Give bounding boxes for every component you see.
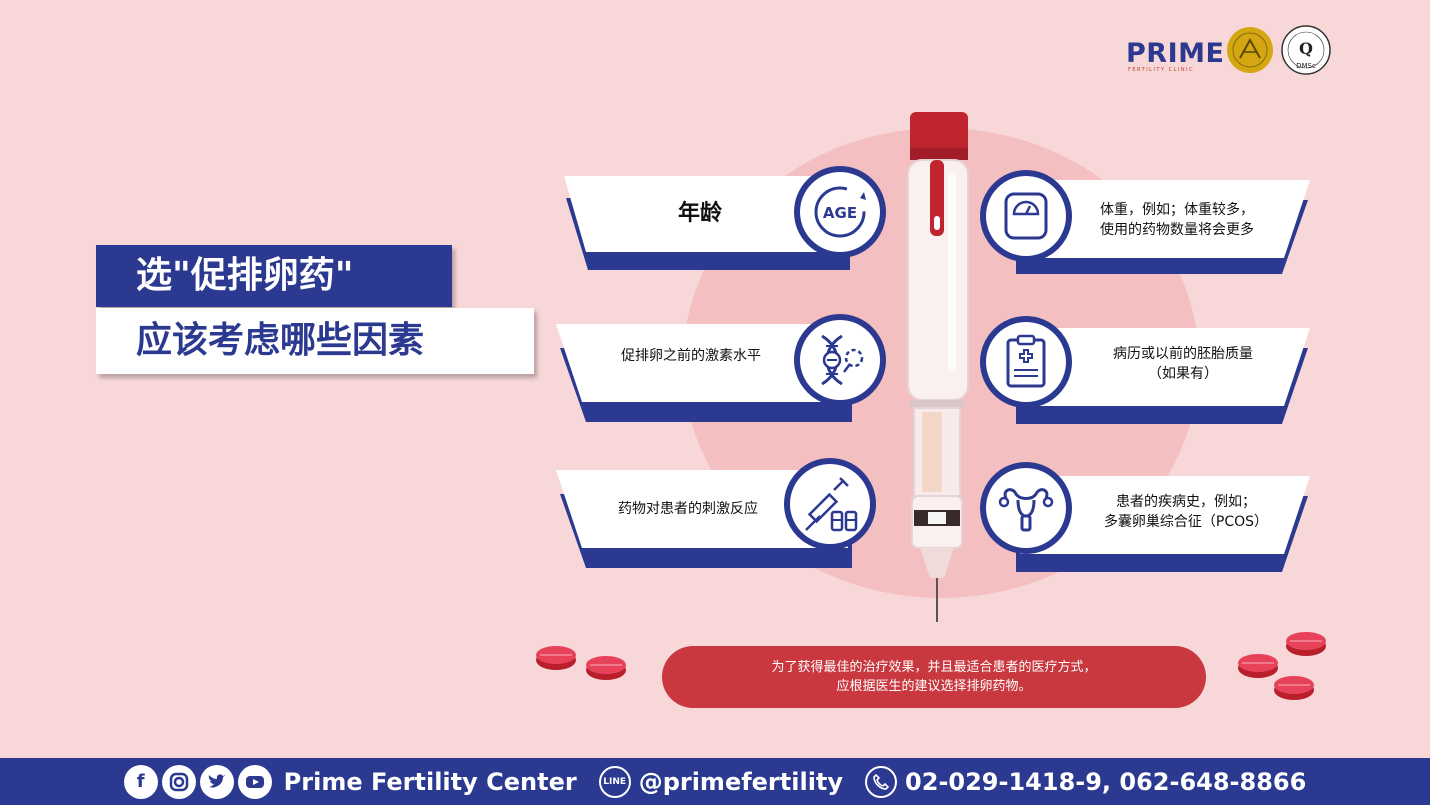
clipboard-medical-icon bbox=[1006, 334, 1046, 388]
logo-brand: PRIME bbox=[1126, 38, 1225, 69]
hormone-icon-ring bbox=[794, 314, 886, 406]
factor-age-label: 年龄 bbox=[677, 201, 722, 226]
factor-history-line1: 病历或以前的胚胎质量 bbox=[1113, 346, 1253, 362]
svg-text:AGE: AGE bbox=[823, 204, 857, 222]
card-shape bbox=[556, 324, 852, 422]
advice-note-line1: 为了获得最佳的治疗效果，并且最适合患者的医疗方式， bbox=[771, 660, 1097, 675]
advice-note-line2: 应根据医生的建议选择排卵药物。 bbox=[836, 679, 1032, 694]
footer-line-handle[interactable]: @primefertility bbox=[638, 767, 844, 796]
logo-subtitle: FERTILITY CLINIC bbox=[1128, 67, 1195, 73]
injection-pen-icon bbox=[907, 112, 969, 622]
factor-weight-line1: 体重，例如；体重较多， bbox=[1100, 202, 1254, 218]
age-icon-ring: AGE bbox=[794, 166, 886, 258]
factor-weight-line2: 使用的药物数量将会更多 bbox=[1100, 222, 1254, 238]
factor-card-reaction: 药物对患者的刺激反应 bbox=[552, 458, 892, 570]
twitter-icon[interactable] bbox=[199, 764, 234, 799]
card-shape bbox=[564, 176, 850, 270]
card-shape bbox=[1016, 328, 1310, 424]
factor-card-disease: 患者的疾病史，例如； 多囊卵巢综合征（PCOS） bbox=[976, 462, 1316, 576]
scale-icon bbox=[1004, 192, 1048, 240]
card-shape bbox=[1016, 180, 1310, 274]
factor-hormone-label: 促排卵之前的激素水平 bbox=[621, 348, 761, 364]
factor-card-hormone: 促排卵之前的激素水平 bbox=[552, 314, 892, 424]
pill-icon bbox=[1286, 632, 1326, 656]
factor-weight-text: 体重，例如；体重较多， 使用的药物数量将会更多 bbox=[1082, 200, 1272, 240]
factor-disease-line1: 患者的疾病史，例如； bbox=[1116, 494, 1256, 510]
age-icon: AGE bbox=[814, 186, 866, 238]
factor-card-age: 年龄 AGE bbox=[560, 166, 890, 272]
title-line-2: 应该考虑哪些因素 bbox=[96, 308, 534, 374]
phone-icon[interactable] bbox=[865, 765, 898, 798]
card-shape bbox=[1016, 476, 1310, 572]
history-icon-ring bbox=[980, 316, 1072, 408]
svg-text:DMSc: DMSc bbox=[1296, 62, 1316, 70]
instagram-icon[interactable] bbox=[161, 764, 196, 799]
quality-assurance-icon: Q DMSc bbox=[1281, 25, 1331, 75]
pill-icon bbox=[536, 646, 576, 670]
factor-history-line2: （如果有） bbox=[1148, 366, 1218, 382]
pill-icon bbox=[1274, 676, 1314, 700]
factor-card-weight: 体重，例如；体重较多， 使用的药物数量将会更多 bbox=[976, 170, 1316, 276]
factor-reaction-label: 药物对患者的刺激反应 bbox=[618, 501, 758, 517]
factor-disease-line2: 多囊卵巢综合征（PCOS） bbox=[1103, 514, 1269, 530]
accreditation-seal-icon bbox=[1227, 27, 1273, 73]
card-shape bbox=[556, 470, 852, 568]
line-app-icon[interactable]: LINE bbox=[598, 765, 631, 798]
youtube-icon[interactable] bbox=[237, 764, 272, 799]
footer-phones[interactable]: 02-029-1418-9, 062-648-8866 bbox=[905, 767, 1307, 796]
uterus-icon bbox=[998, 488, 1054, 532]
factor-card-history: 病历或以前的胚胎质量 （如果有） bbox=[976, 316, 1316, 428]
disease-icon-ring bbox=[980, 462, 1072, 554]
pill-icon bbox=[1238, 654, 1278, 678]
factor-history-text: 病历或以前的胚胎质量 （如果有） bbox=[1088, 344, 1278, 384]
pill-icon bbox=[586, 656, 626, 680]
prime-logo: PRIME FERTILITY CLINIC Q DMSc bbox=[1126, 22, 1336, 78]
footer-center-name: Prime Fertility Center bbox=[283, 767, 577, 796]
factor-disease-text: 患者的疾病史，例如； 多囊卵巢综合征（PCOS） bbox=[1086, 492, 1286, 532]
weight-icon-ring bbox=[980, 170, 1072, 262]
footer-bar: f Prime Fertility Center LINE @primefert… bbox=[0, 758, 1430, 805]
dna-hormone-icon bbox=[821, 334, 864, 386]
reaction-icon-ring bbox=[784, 458, 876, 550]
facebook-icon[interactable]: f bbox=[123, 764, 158, 799]
syringe-vials-icon bbox=[805, 477, 858, 532]
advice-note: 为了获得最佳的治疗效果，并且最适合患者的医疗方式， 应根据医生的建议选择排卵药物… bbox=[662, 646, 1206, 708]
title-line-1: 选"促排卵药" bbox=[96, 245, 452, 307]
svg-text:Q: Q bbox=[1299, 39, 1313, 58]
